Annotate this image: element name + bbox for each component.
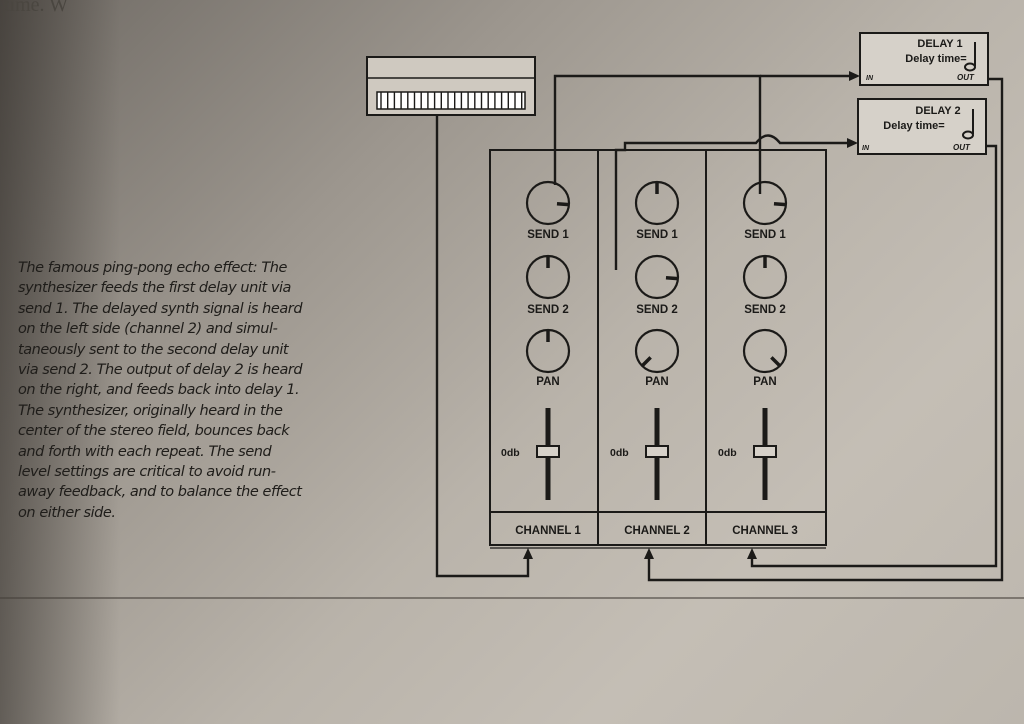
arrow-icon (523, 548, 533, 559)
send-1-knob[interactable] (634, 180, 680, 226)
channel-fader[interactable] (645, 408, 669, 500)
delay-1-to-channel-2-line (647, 77, 1004, 582)
delay-2-unit: DELAY 2 Delay time= IN OUT (857, 98, 987, 155)
pan-knob[interactable] (525, 328, 571, 374)
send-2-knob[interactable] (634, 254, 680, 300)
delay-1-in-label: IN (866, 75, 874, 82)
synth-to-channel-1-line (435, 115, 530, 578)
send-1-knob[interactable] (742, 180, 788, 226)
caption-line: synthesizer feeds the first delay unit v… (18, 280, 291, 297)
delay-2-title: DELAY 2 (915, 105, 960, 117)
delay-1-param: Delay time= (905, 53, 966, 65)
pan-label: PAN (536, 376, 559, 388)
note-icon (962, 109, 974, 140)
page-top-text: time. W (4, 0, 69, 16)
delay-2-param: Delay time= (883, 120, 944, 132)
channel-name-label: CHANNEL 1 (515, 525, 581, 537)
arrow-icon (644, 548, 654, 559)
caption-line: send 1. The delayed synth signal is hear… (18, 300, 303, 317)
caption-line: The synthesizer, originally heard in the (18, 402, 283, 419)
caption-line: on the right, and feeds back into delay … (18, 382, 300, 399)
channel-fader[interactable] (536, 408, 560, 500)
send-2-label: SEND 2 (636, 304, 678, 316)
channel-name-label: CHANNEL 3 (732, 525, 798, 537)
send-1-label: SEND 1 (636, 229, 678, 241)
caption-line: taneously sent to the second delay unit (18, 341, 289, 358)
fader-0db-label: 0db (718, 447, 737, 459)
caption-line: The famous ping-pong echo effect: The (18, 260, 287, 276)
send-2-bus-line (614, 134, 849, 270)
send-2-label: SEND 2 (744, 304, 786, 316)
mixer (489, 149, 827, 549)
arrow-icon (849, 71, 860, 81)
send-2-label: SEND 2 (527, 304, 569, 316)
caption-line: and forth with each repeat. The send (18, 443, 272, 460)
delay-2-to-channel-3-line (750, 144, 998, 568)
send-1-label: SEND 1 (744, 229, 786, 241)
arrow-icon (847, 138, 858, 148)
caption-line: away feedback, and to balance the effect (18, 484, 302, 501)
caption-line: center of the stereo field, bounces back (18, 423, 290, 440)
delay-1-title: DELAY 1 (917, 38, 962, 50)
signal-routing (435, 71, 1004, 582)
send-2-knob[interactable] (742, 254, 788, 300)
caption-line: on either side. (18, 504, 116, 521)
page-gutter-shadow (0, 0, 120, 724)
send-2-knob[interactable] (525, 254, 571, 300)
send-1-label: SEND 1 (527, 229, 569, 241)
caption-line: on the left side (channel 2) and simul- (18, 321, 278, 338)
pan-label: PAN (753, 376, 776, 388)
send-1-bus-line (553, 74, 762, 194)
delay-2-in-label: IN (862, 145, 870, 152)
caption-line: via send 2. The output of delay 2 is hea… (18, 362, 303, 379)
send-1-knob[interactable] (525, 180, 571, 226)
caption-line: level settings are critical to avoid run… (18, 464, 276, 481)
arrow-icon (747, 548, 757, 559)
pan-label: PAN (645, 376, 668, 388)
pan-knob[interactable] (634, 328, 680, 374)
synthesizer-keyboard (366, 56, 536, 116)
channel-name-label: CHANNEL 2 (624, 525, 690, 537)
fader-0db-label: 0db (501, 447, 520, 459)
delay-2-out-label: OUT (953, 143, 971, 152)
delay-1-unit: DELAY 1 Delay time= IN OUT (859, 32, 989, 86)
page-separator-line (0, 597, 1024, 599)
pan-knob[interactable] (742, 328, 788, 374)
channel-fader[interactable] (753, 408, 777, 500)
fader-0db-label: 0db (610, 447, 629, 459)
figure-caption: The famous ping-pong echo effect: The sy… (18, 258, 363, 523)
note-icon (964, 42, 976, 72)
delay-1-out-label: OUT (957, 73, 975, 82)
